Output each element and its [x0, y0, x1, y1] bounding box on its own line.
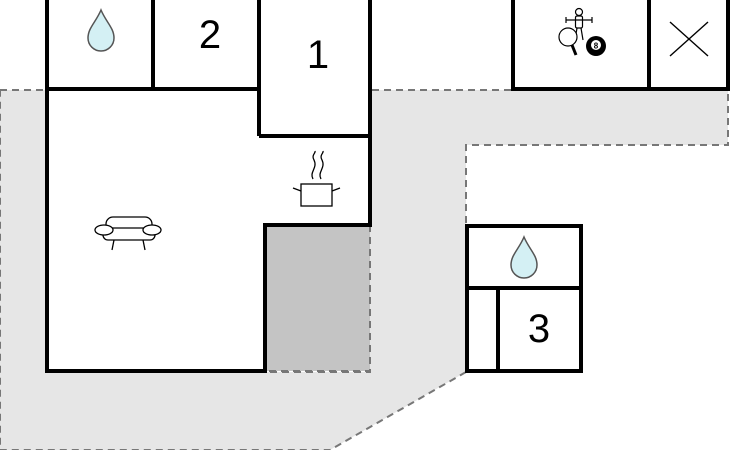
cooking-pot-icon	[292, 150, 341, 207]
room-label-1: 1	[307, 33, 329, 77]
water-drop-icon	[510, 235, 538, 279]
game-building	[511, 0, 730, 91]
room-label-2: 2	[199, 13, 221, 57]
billiard-ball-icon: 8	[586, 36, 606, 56]
main-house-outline	[45, 0, 372, 373]
water-drop-icon	[87, 8, 115, 52]
room-label-3: 3	[528, 307, 550, 351]
sofa-icon	[94, 216, 162, 251]
annex-building	[465, 224, 583, 373]
annex-outline	[465, 224, 583, 373]
covered-area-edge	[265, 225, 371, 372]
covered-area	[265, 225, 370, 371]
ping-pong-icon	[558, 27, 578, 56]
cross-icon	[669, 21, 709, 57]
main-house	[45, 0, 372, 373]
billiard-ball-number: 8	[594, 42, 599, 51]
game-building-outline	[511, 0, 730, 91]
